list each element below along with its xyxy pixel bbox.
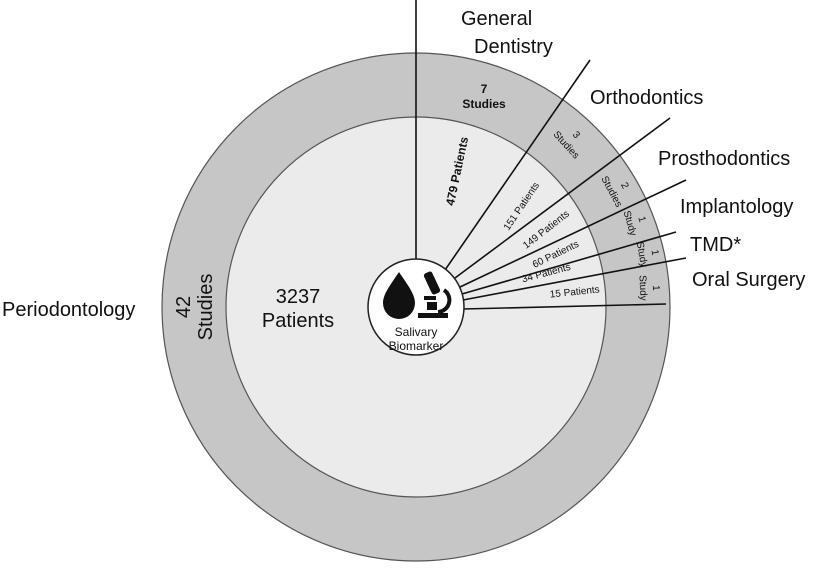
periodontology-studies-word: Studies xyxy=(195,274,217,341)
periodontology-patients-count: 3237 xyxy=(276,286,321,308)
studies-word-oral-surgery: Study xyxy=(637,275,649,301)
center-label-line1: Salivary xyxy=(395,325,438,339)
divider-line-tmd xyxy=(461,231,677,295)
studies-count-prosthodontics: 2 xyxy=(618,181,631,191)
patients-oral-surgery: 15 Patients xyxy=(549,284,600,300)
center-label-line2: Biomarker xyxy=(389,339,444,353)
periodontology-patients-word: Patients xyxy=(262,310,334,332)
studies-count-tmd: 1 xyxy=(649,249,661,257)
studies-count-oral-surgery: 1 xyxy=(650,285,661,291)
divider-line-periodontology xyxy=(462,303,667,310)
field-label-prosthodontics: Prosthodontics xyxy=(658,148,790,170)
divider-line-implantology xyxy=(459,179,687,288)
divider-line-prosthodontics xyxy=(454,117,671,279)
field-label-general-dentistry-line1: General xyxy=(461,8,532,30)
divider-line-oral-surgery xyxy=(462,257,687,301)
studies-count-general-dentistry: 7 xyxy=(481,82,488,96)
studies-word-tmd: Study xyxy=(634,241,649,268)
field-label-oral-surgery: Oral Surgery xyxy=(692,269,805,291)
microscope-icon xyxy=(418,271,452,318)
field-label-tmd: TMD* xyxy=(690,234,741,256)
studies-count-implantology: 1 xyxy=(635,215,647,224)
divider-lines xyxy=(415,0,687,310)
drop-icon xyxy=(383,272,415,319)
divider-line-orthodontics xyxy=(444,59,591,271)
field-label-general-dentistry-line2: Dentistry xyxy=(474,36,553,58)
field-label-implantology: Implantology xyxy=(680,196,793,218)
studies-count-orthodontics: 3 xyxy=(570,130,582,142)
field-label-orthodontics: Orthodontics xyxy=(590,87,703,109)
studies-word-general-dentistry: Studies xyxy=(462,97,506,111)
periodontology-label: Periodontology xyxy=(2,299,135,321)
periodontology-studies-count: 42 xyxy=(173,296,195,318)
